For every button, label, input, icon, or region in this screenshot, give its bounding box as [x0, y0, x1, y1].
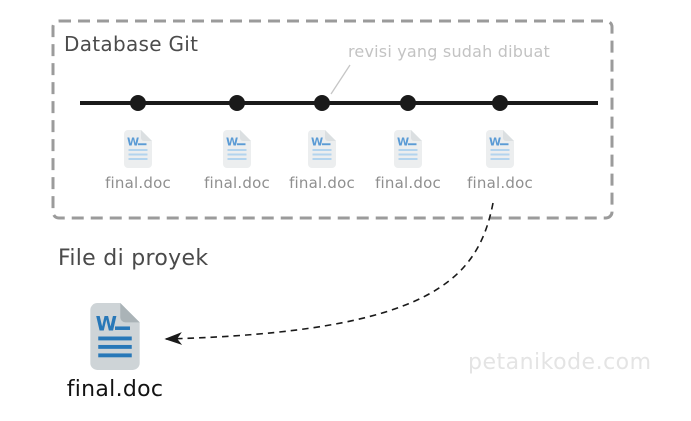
revision-file-item: W final.doc [93, 130, 183, 192]
svg-text:W: W [226, 136, 238, 149]
svg-text:W: W [489, 136, 501, 149]
revision-file-label: final.doc [105, 174, 171, 192]
svg-text:W: W [311, 136, 323, 149]
revision-file-label: final.doc [204, 174, 270, 192]
revision-file-label: final.doc [467, 174, 533, 192]
svg-text:W: W [96, 312, 117, 335]
revision-file-item: W final.doc [363, 130, 453, 192]
project-file-item: W final.doc [62, 303, 168, 402]
annotation-leader-line [330, 64, 351, 95]
project-section-title: File di proyek [58, 246, 209, 271]
revision-file-label: final.doc [289, 174, 355, 192]
word-document-icon: W [308, 130, 336, 168]
word-document-icon: W [394, 130, 422, 168]
commit-dot [229, 95, 245, 111]
word-document-icon: W [90, 303, 140, 370]
commit-dot [314, 95, 330, 111]
revisions-annotation: revisi yang sudah dibuat [348, 42, 550, 61]
watermark: petanikode.com [468, 350, 652, 375]
word-document-icon: W [223, 130, 251, 168]
word-document-icon: W [486, 130, 514, 168]
revision-file-label: final.doc [375, 174, 441, 192]
svg-text:W: W [397, 136, 409, 149]
commit-dot [400, 95, 416, 111]
database-box-border [51, 19, 614, 220]
revision-file-item: W final.doc [192, 130, 282, 192]
svg-text:W: W [127, 136, 139, 149]
commit-dot [492, 95, 508, 111]
word-document-icon: W [124, 130, 152, 168]
commit-dot [130, 95, 146, 111]
revision-file-item: W final.doc [277, 130, 367, 192]
checkout-arrow [164, 202, 494, 345]
project-file-label: final.doc [66, 377, 164, 402]
revision-file-item: W final.doc [455, 130, 545, 192]
database-box-title: Database Git [64, 32, 199, 56]
